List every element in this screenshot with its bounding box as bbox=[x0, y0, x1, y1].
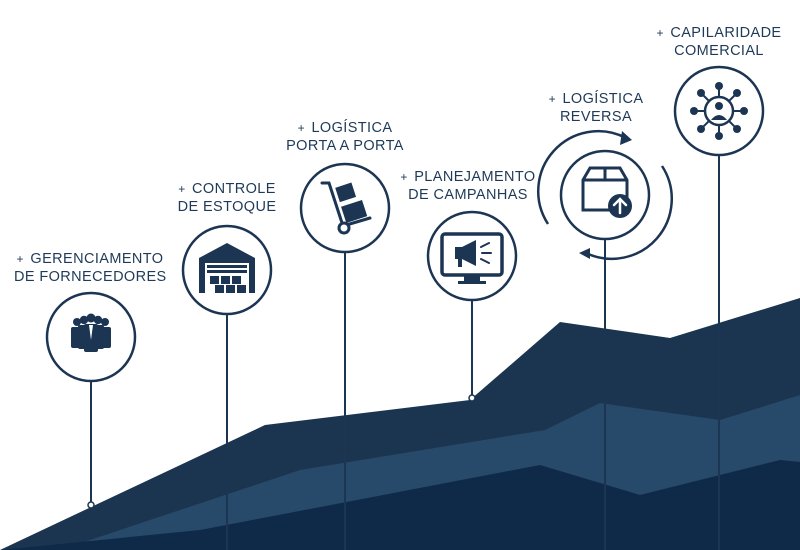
label-line-2: PORTA A PORTA bbox=[286, 138, 404, 154]
label-line-1: LOGÍSTICA bbox=[311, 120, 393, 136]
plus-sign: + bbox=[548, 92, 557, 106]
step-label-stock: + CONTROLE DE ESTOQUE bbox=[168, 180, 286, 216]
plus-sign: + bbox=[178, 182, 186, 196]
step-label-commercial: + CAPILARIDADE COMERCIAL bbox=[648, 24, 790, 60]
plus-sign: + bbox=[400, 170, 408, 184]
dot-campaigns bbox=[468, 394, 476, 402]
label-line-1: CONTROLE bbox=[192, 181, 276, 197]
mountain-front-layer bbox=[0, 460, 800, 550]
icon-circles bbox=[45, 65, 765, 383]
label-line-1: GERENCIAMENTO bbox=[30, 251, 164, 267]
label-line-1: CAPILARIDADE bbox=[670, 25, 782, 41]
label-line-2: DE FORNECEDORES bbox=[14, 269, 167, 285]
label-line-2: DE CAMPANHAS bbox=[408, 187, 528, 203]
plus-sign: + bbox=[297, 121, 306, 135]
step-label-suppliers: + GERENCIAMENTO DE FORNECEDORES bbox=[14, 250, 166, 286]
step-label-campaigns: + PLANEJAMENTO DE CAMPANHAS bbox=[394, 168, 542, 204]
label-line-1: PLANEJAMENTO bbox=[414, 169, 536, 185]
plus-sign: + bbox=[656, 26, 664, 40]
suppliers-team-icon bbox=[71, 313, 111, 352]
step-label-door-to-door: + LOGÍSTICA PORTA A PORTA bbox=[278, 119, 412, 155]
pin-dots bbox=[87, 394, 476, 509]
mountain-background bbox=[0, 298, 800, 550]
label-line-2: REVERSA bbox=[559, 109, 633, 125]
dot-suppliers bbox=[87, 501, 95, 509]
network-person-icon bbox=[690, 82, 748, 140]
warehouse-icon bbox=[199, 243, 255, 293]
pin-stems bbox=[90, 153, 720, 550]
hand-truck-icon bbox=[320, 181, 372, 235]
label-line-1: LOGÍSTICA bbox=[562, 91, 644, 107]
reverse-logistics-box-icon bbox=[537, 129, 673, 261]
step-label-reverse: + LOGÍSTICA REVERSA bbox=[540, 90, 652, 126]
plus-sign: + bbox=[16, 252, 24, 266]
label-line-2: DE ESTOQUE bbox=[177, 199, 277, 215]
label-line-2: COMERCIAL bbox=[674, 43, 764, 59]
megaphone-screen-icon bbox=[440, 232, 504, 284]
